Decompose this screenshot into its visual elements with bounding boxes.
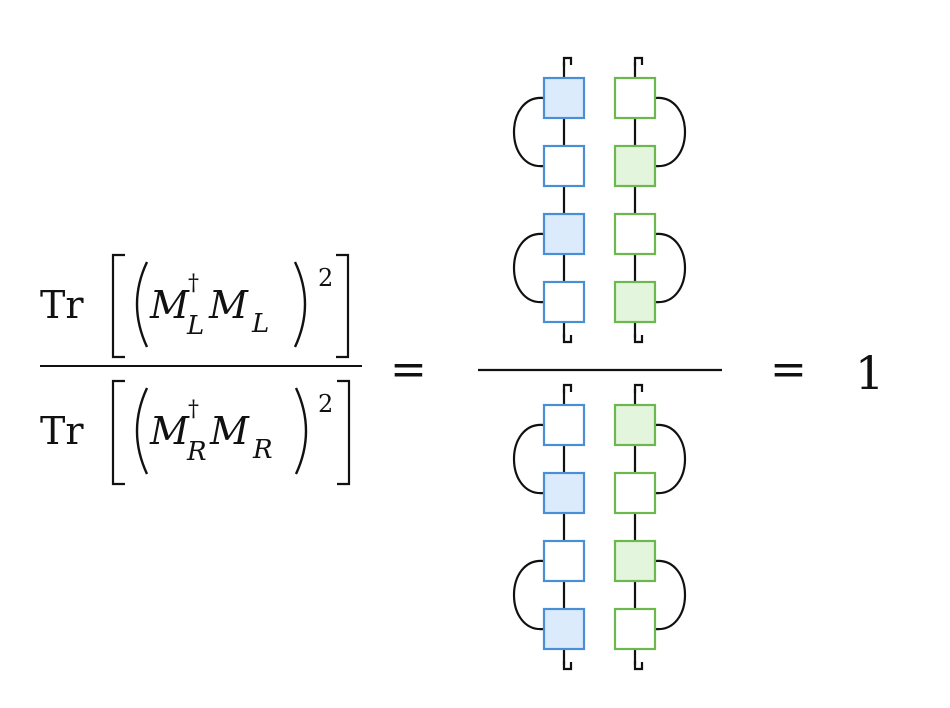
bottom-right-bottom-leg [633,661,644,671]
numerator-bracket-left [111,253,125,359]
bottom-left-top-leg [562,383,573,393]
bottom-right-tensor-box [613,471,657,515]
numerator-expression: Tr M † L M L 2 [40,253,350,359]
top-right-bottom-leg [633,334,644,344]
bottom-left-tensor-box [542,607,586,651]
top-right-tensor-box [613,280,657,324]
bottom-left-contraction-arc [513,423,545,495]
numerator-op-sub: L [186,311,204,341]
denominator-bracket-right [337,379,351,486]
bottom-right-tensor-box [613,539,657,583]
equals-sign-2: = [770,344,807,395]
numerator-op2-sub: L [251,309,269,339]
bottom-right-tensor-box [613,403,657,447]
bottom-right-tensor-box [613,607,657,651]
denominator-expression: Tr M † R M R 2 [40,379,351,486]
bottom-left-contraction-arc [513,559,545,631]
top-right-contraction-arc [654,96,686,168]
denominator-op2-sub: R [252,435,273,465]
bottom-left-bottom-leg [562,661,573,671]
numerator-op-base: M [149,283,190,327]
tensor-diagram [478,56,722,671]
top-left-top-leg [562,56,573,66]
denominator-paren-right [294,387,308,475]
top-left-contraction-arc [513,232,545,304]
top-right-top-leg [633,56,644,66]
left-fraction: Tr M † L M L 2 Tr M † R M R [40,253,362,486]
denominator-op2-base: M [209,409,250,453]
top-left-contraction-arc [513,96,545,168]
denominator-power: 2 [318,390,333,418]
bottom-left-tensor-box [542,539,586,583]
bottom-right-contraction-arc [654,423,686,495]
equals-sign-1: = [390,344,427,395]
top-left-tensor-box [542,280,586,324]
bottom-left-tensor-box [542,471,586,515]
top-left-bottom-leg [562,334,573,344]
top-right-contraction-arc [654,232,686,304]
top-left-tensor-box [542,76,586,120]
top-left-tensor-box [542,212,586,256]
numerator-dagger: † [188,271,199,296]
numerator-power: 2 [318,264,333,292]
bottom-right-top-leg [633,383,644,393]
bottom-left-tensor-box [542,403,586,447]
numerator-op2-base: M [208,283,249,327]
bottom-network [513,383,686,671]
result-value: 1 [855,346,884,400]
top-left-tensor-box [542,144,586,188]
denominator-op-sub: R [186,437,207,467]
denominator-op-base: M [149,409,190,453]
denominator-bracket-left [111,379,125,486]
bottom-right-contraction-arc [654,559,686,631]
top-right-tensor-box [613,76,657,120]
top-network [513,56,686,344]
numerator-paren-right [293,261,307,348]
denominator-trace: Tr [40,409,84,453]
numerator-trace: Tr [40,283,84,327]
top-right-tensor-box [613,212,657,256]
denominator-paren-left [135,387,149,475]
numerator-paren-left [135,261,149,348]
denominator-dagger: † [188,397,199,422]
top-right-tensor-box [613,144,657,188]
numerator-bracket-right [336,253,350,359]
